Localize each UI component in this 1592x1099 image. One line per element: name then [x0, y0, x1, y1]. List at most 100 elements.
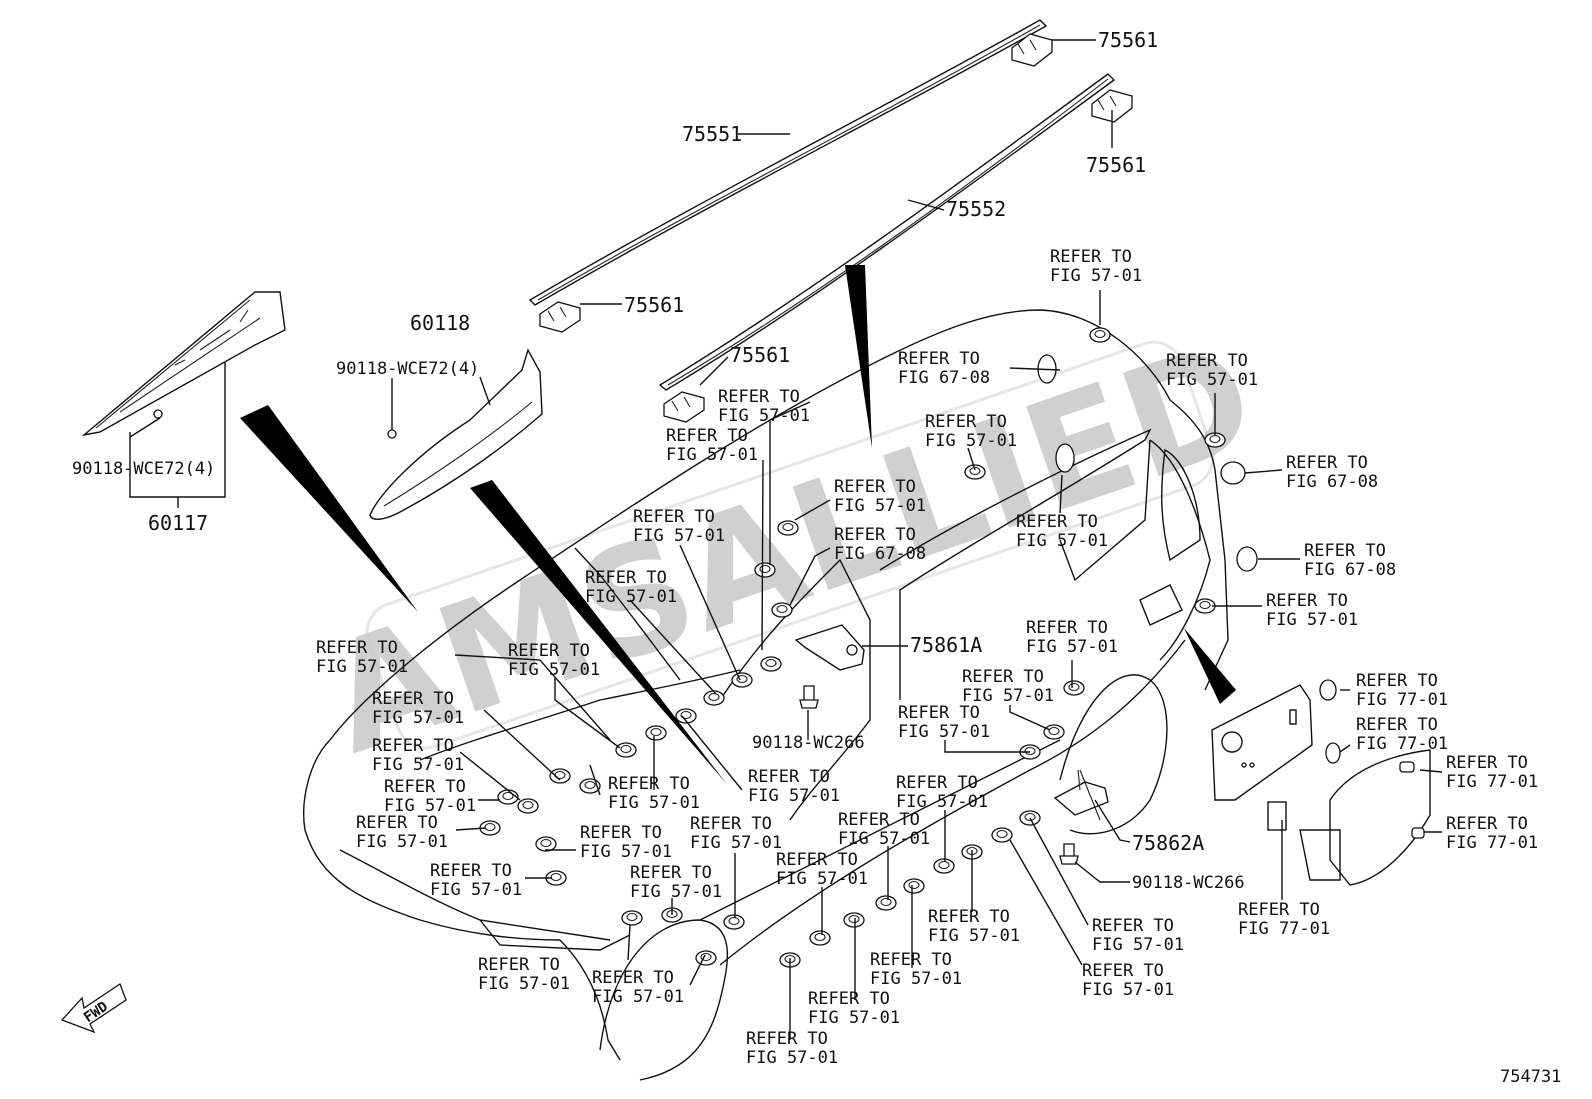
clip-fastener	[621, 910, 643, 926]
clip-fastener	[754, 562, 776, 578]
roof-rail-lower-75552	[658, 73, 1116, 391]
clip-fastener	[875, 895, 897, 911]
body-plug-holes	[1037, 354, 1258, 572]
label-90118-wc266-b: 90118-WC266	[1132, 873, 1245, 893]
figure-number: 754731	[1500, 1067, 1561, 1087]
body-clips	[479, 327, 1226, 968]
clip-fastener	[903, 878, 925, 894]
clip-fastener	[549, 768, 571, 784]
clip-fastener	[760, 656, 782, 672]
clip-fastener	[933, 858, 955, 874]
label-75551: 75551	[682, 122, 742, 146]
pillar-garnish-60117	[81, 291, 286, 437]
clip-fastener	[991, 827, 1013, 843]
pillar-garnish-60118	[369, 348, 543, 520]
clip-fastener	[579, 778, 601, 794]
bolt-90118-wc266-b	[1059, 843, 1079, 865]
clip-fastener	[843, 912, 865, 928]
label-75561-left: 75561	[624, 293, 684, 317]
clip-fastener	[771, 602, 793, 618]
clip-fastener	[1043, 724, 1065, 740]
clip-fastener	[777, 520, 799, 536]
part-number-labels: 75561 75561 75551 75552 75561 75561 6011…	[72, 28, 1245, 893]
label-75552: 75552	[946, 197, 1006, 221]
rail-clip-75561-mid	[1091, 89, 1133, 123]
clip-fastener	[1063, 680, 1085, 696]
fwd-arrow: FWD	[60, 983, 127, 1034]
label-75561-top: 75561	[1098, 28, 1158, 52]
clip-fastener	[615, 742, 637, 758]
leader-lines	[129, 39, 1443, 1040]
fuel-filler-lid	[1329, 749, 1431, 886]
label-90118-wce72-a: 90118-WCE72(4)	[336, 359, 479, 379]
small-plugs-fuel	[1319, 679, 1341, 764]
bracket-75862a	[1053, 769, 1109, 816]
vehicle-body-outline	[303, 309, 1229, 1081]
clip-fastener	[695, 950, 717, 966]
clip-fastener	[497, 789, 519, 805]
clip-fastener	[1089, 327, 1111, 343]
rail-clip-75561-left	[539, 301, 581, 333]
label-75561-mid: 75561	[1086, 153, 1146, 177]
bolt-90118-wc266-a	[799, 685, 819, 709]
label-75862a: 75862A	[1132, 831, 1204, 855]
label-75561-lower: 75561	[730, 343, 790, 367]
clip-fastener	[1204, 432, 1226, 448]
clip-fastener	[517, 798, 539, 814]
fuel-lid-hinge	[1267, 801, 1341, 881]
clip-fastener	[964, 464, 986, 480]
callout-wedges	[240, 265, 1236, 783]
clip-fastener	[731, 672, 753, 688]
label-75861a: 75861A	[910, 633, 982, 657]
clip-fastener	[723, 914, 745, 930]
rail-clip-75561-lower	[663, 391, 705, 423]
label-60117: 60117	[148, 511, 208, 535]
rail-clip-75561-top	[1011, 33, 1053, 67]
label-60118: 60118	[410, 311, 470, 335]
clip-fastener	[809, 930, 831, 946]
label-90118-wce72-b: 90118-WCE72(4)	[72, 459, 215, 479]
bracket-75861a	[794, 624, 865, 671]
